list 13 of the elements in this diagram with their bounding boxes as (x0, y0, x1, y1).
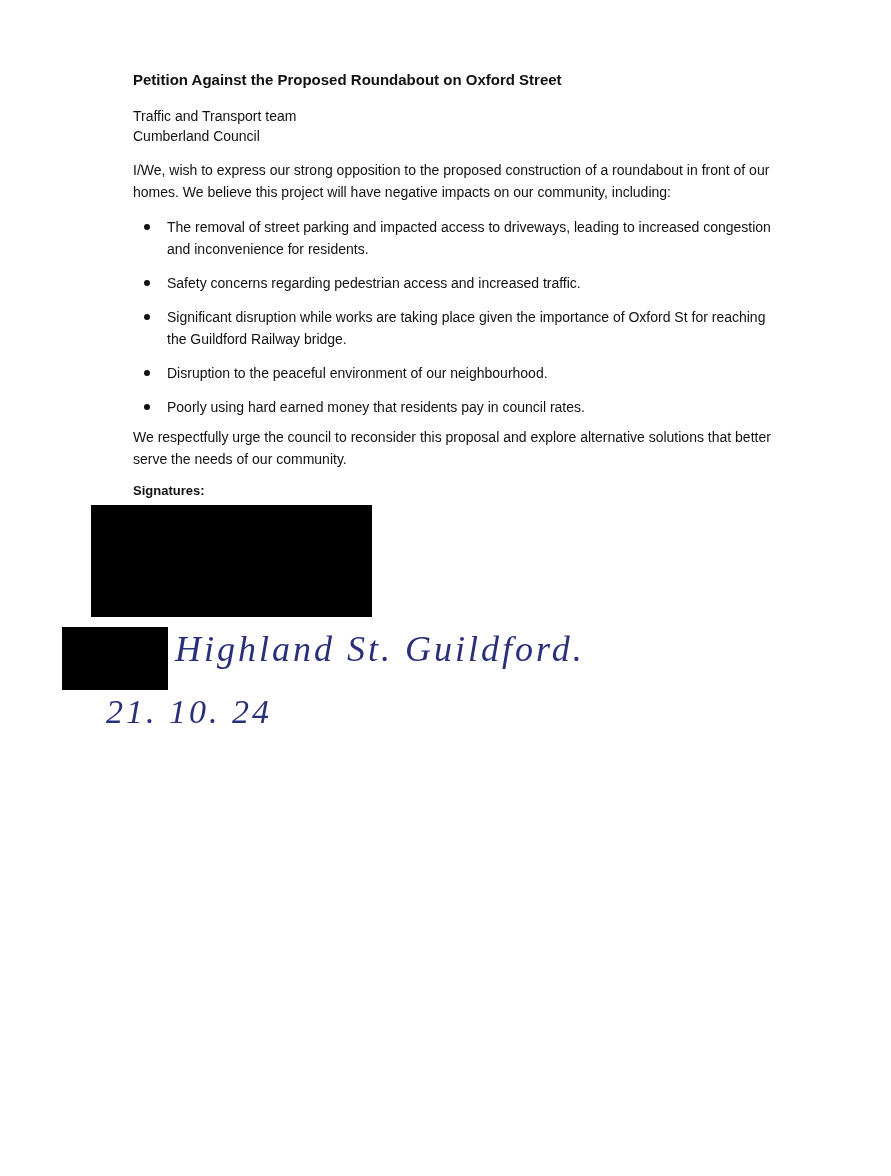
bullet-text: The removal of street parking and impacted access to driveways, leading to increased congestion and inconvenience for residents. (167, 218, 772, 259)
bullet-text: Disruption to the peaceful environment of our neighbourhood. (167, 364, 549, 383)
handwritten-address: Highland St. Guildford. (175, 628, 585, 670)
document-title: Petition Against the Proposed Roundabout on Oxford Street (133, 70, 563, 90)
bullet-text: Significant disruption while works are taking place given the importance of Oxford St for reaching the Guildford Railway bridge. (167, 308, 767, 349)
bullet-text: Safety concerns regarding pedestrian access and increased traffic. (167, 274, 582, 293)
paragraph-text: We respectfully urge the council to reconsider this proposal and explore alternative solutions that better serve the needs of our community. (133, 428, 772, 469)
paragraph-text: Traffic and Transport team (133, 107, 298, 126)
section-heading: Signatures: (133, 482, 205, 500)
bullet-text: Poorly using hard earned money that residents pay in council rates. (167, 398, 586, 417)
paragraph-text: Cumberland Council (133, 127, 261, 146)
paragraph-text: I/We, wish to express our strong opposition to the proposed construction of a roundabout in front of our homes. We believe this project will have negative impacts on our community, including: (133, 161, 771, 202)
handwritten-date: 21. 10. 24 (106, 693, 272, 731)
